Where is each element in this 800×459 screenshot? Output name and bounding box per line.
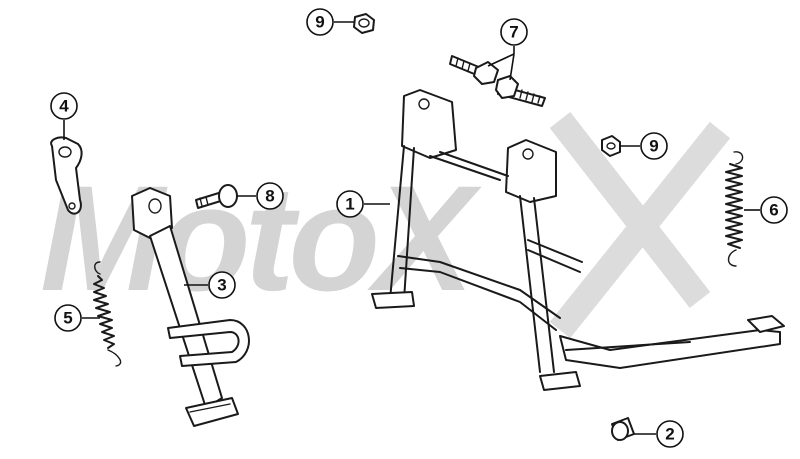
main-stand-part-1 <box>371 89 785 391</box>
callout-label: 5 <box>63 309 72 328</box>
callout-label: 4 <box>59 97 69 116</box>
callout-1: 1 <box>336 190 364 218</box>
watermark-x-mark <box>549 112 731 339</box>
bushing-part-2 <box>611 417 635 441</box>
pivot-bolt-part-8 <box>195 184 238 209</box>
leader-lines <box>63 21 760 435</box>
callout-9-right: 9 <box>640 132 668 160</box>
callout-label: 8 <box>265 187 274 206</box>
watermark-text: MotoX <box>40 154 482 322</box>
callout-label: 2 <box>665 425 674 444</box>
spring-part-5 <box>93 261 122 367</box>
callout-label: 7 <box>509 23 518 42</box>
callout-4: 4 <box>50 92 78 120</box>
callout-6: 6 <box>760 196 788 224</box>
nut-part-9-right <box>601 135 621 157</box>
bolt-part-7 <box>449 55 546 107</box>
side-stand-part-3 <box>131 187 250 427</box>
leader-7-right <box>509 53 515 81</box>
spring-part-6 <box>725 151 744 267</box>
callout-9-top: 9 <box>306 8 334 36</box>
callout-label: 6 <box>769 201 778 220</box>
callout-label: 9 <box>315 13 324 32</box>
callout-2: 2 <box>656 420 684 448</box>
callout-label: 9 <box>649 137 658 156</box>
callout-label: 3 <box>217 276 226 295</box>
nut-part-9-top <box>353 13 375 34</box>
watermark: MotoX <box>40 112 731 339</box>
callout-8: 8 <box>256 182 284 210</box>
callout-label: 1 <box>345 195 354 214</box>
bracket-part-4 <box>50 136 83 215</box>
leader-7-left <box>487 53 515 67</box>
callout-5: 5 <box>54 304 82 332</box>
callout-7: 7 <box>500 18 528 46</box>
callout-3: 3 <box>208 271 236 299</box>
